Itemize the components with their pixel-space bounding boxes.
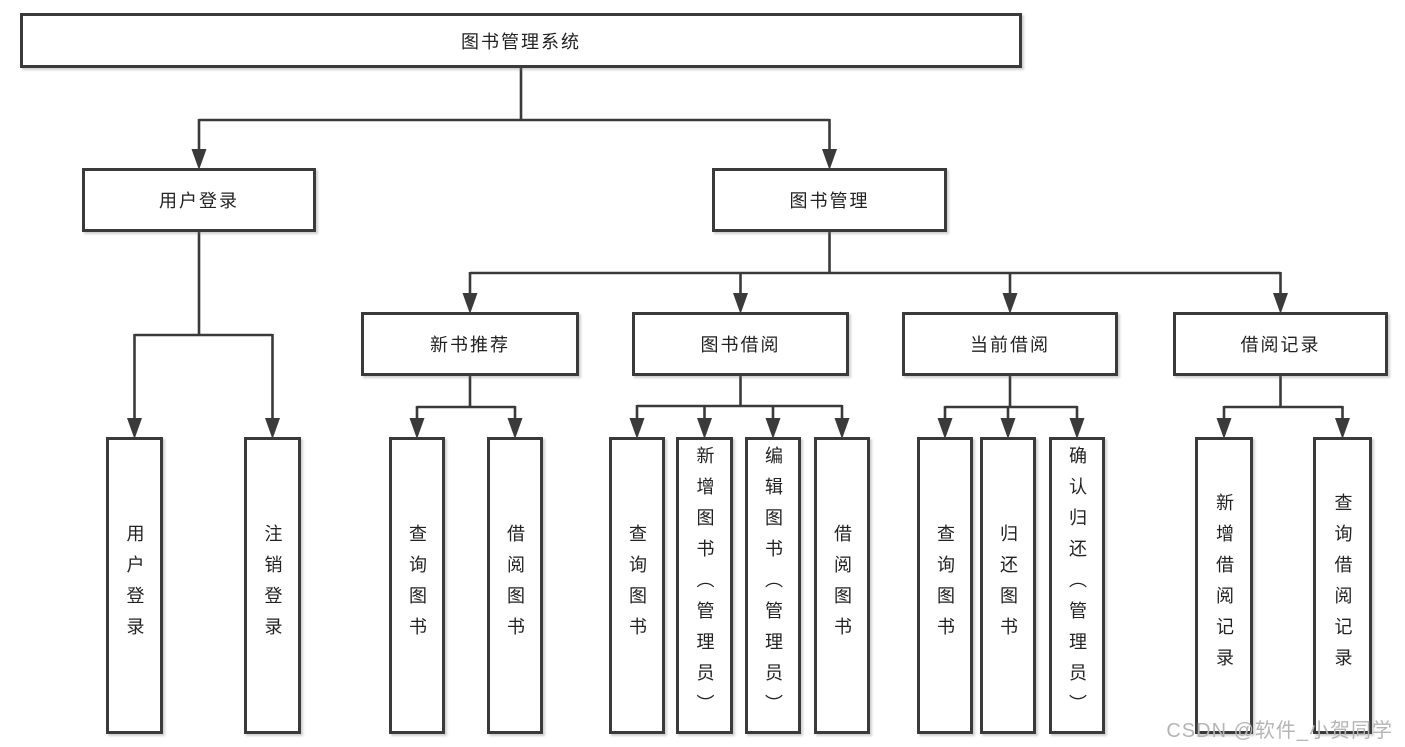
arrowhead [1273, 293, 1288, 314]
node-leaf-rec-a: 新增借阅记录 [1195, 437, 1253, 734]
node-label-login: 用户登录 [159, 191, 239, 211]
node-current: 当前借阅 [902, 312, 1118, 376]
arrowhead [937, 418, 953, 439]
node-leaf-login: 用户登录 [106, 437, 163, 734]
node-label-leaf-cur-r: 归还图书 [998, 523, 1018, 648]
node-leaf-bw-add: 新增图书（管理员） [676, 437, 733, 734]
arrowhead [822, 149, 837, 170]
node-label-leaf-nb-b: 借阅图书 [505, 523, 525, 648]
node-leaf-logout: 注销登录 [244, 437, 301, 734]
arrowhead [765, 418, 781, 439]
arrowhead [127, 418, 142, 439]
node-leaf-rec-q: 查询借阅记录 [1313, 437, 1372, 734]
node-label-leaf-cur-q: 查询图书 [935, 523, 955, 648]
node-label-leaf-bw-add: 新增图书（管理员） [694, 446, 715, 725]
node-label-leaf-bw-q: 查询图书 [627, 523, 647, 648]
arrowhead [733, 293, 748, 314]
node-label-leaf-logout: 注销登录 [262, 523, 283, 648]
node-label-leaf-rec-q: 查询借阅记录 [1332, 492, 1353, 679]
node-label-current: 当前借阅 [970, 335, 1050, 355]
node-label-leaf-nb-q: 查询图书 [407, 523, 427, 648]
node-label-leaf-rec-a: 新增借阅记录 [1214, 492, 1234, 679]
arrowhead [629, 418, 645, 439]
node-label-leaf-bw-edit: 编辑图书（管理员） [763, 446, 783, 725]
arrowhead [507, 418, 523, 439]
node-leaf-bw-q: 查询图书 [609, 437, 665, 734]
node-label-borrow: 图书借阅 [700, 335, 781, 355]
node-leaf-cur-q: 查询图书 [917, 437, 973, 734]
node-newbook: 新书推荐 [361, 312, 579, 376]
node-leaf-cur-r: 归还图书 [980, 437, 1036, 734]
node-label-newbook: 新书推荐 [430, 335, 510, 355]
node-borrow: 图书借阅 [632, 312, 849, 376]
node-label-leaf-cur-c: 确认归还（管理员） [1067, 446, 1087, 725]
arrowhead [1069, 418, 1085, 439]
arrowhead [697, 418, 712, 439]
node-label-leaf-login: 用户登录 [124, 523, 145, 648]
watermark-text: CSDN @软件_小贺同学 [1166, 720, 1393, 742]
node-leaf-bw-edit: 编辑图书（管理员） [745, 437, 801, 734]
node-label-root: 图书管理系统 [461, 31, 581, 52]
arrowhead [191, 149, 207, 170]
arrowhead [409, 418, 425, 439]
node-leaf-nb-b: 借阅图书 [487, 437, 543, 734]
node-records: 借阅记录 [1173, 312, 1388, 376]
arrowhead [462, 293, 478, 314]
arrowhead [834, 418, 850, 439]
node-label-mgmt: 图书管理 [789, 191, 870, 211]
node-leaf-bw-b: 借阅图书 [814, 437, 870, 734]
node-label-leaf-bw-b: 借阅图书 [832, 523, 852, 648]
node-label-records: 借阅记录 [1240, 335, 1321, 355]
node-root: 图书管理系统 [20, 13, 1022, 68]
arrowhead [1216, 418, 1232, 439]
arrowhead [1000, 418, 1016, 439]
arrowhead [1002, 293, 1018, 314]
node-mgmt: 图书管理 [712, 168, 947, 232]
node-leaf-nb-q: 查询图书 [389, 437, 445, 734]
node-leaf-cur-c: 确认归还（管理员） [1049, 437, 1105, 734]
arrowhead [265, 418, 280, 439]
arrowhead [1335, 418, 1350, 439]
node-login: 用户登录 [82, 168, 316, 232]
